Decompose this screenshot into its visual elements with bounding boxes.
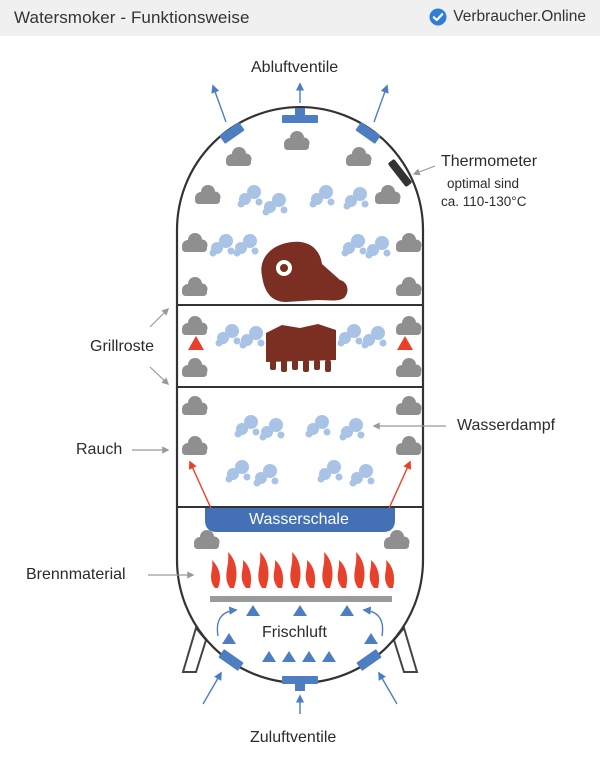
page-title: Watersmoker - Funktionsweise	[14, 8, 250, 27]
thermometer-probe	[388, 159, 412, 187]
smoke-label: Rauch	[76, 441, 123, 458]
heat-triangles	[188, 336, 413, 350]
thermometer-note-line1: optimal sind	[447, 176, 520, 191]
intake-valves-label: Zuluftventile	[250, 729, 337, 746]
exhaust-arrows	[211, 82, 389, 123]
ribs	[266, 324, 336, 372]
check-badge-icon	[429, 8, 447, 26]
thermometer-label: Thermometer	[441, 153, 538, 170]
grate-lines	[177, 304, 423, 508]
water-bowl-label: Wasserschale	[249, 511, 349, 528]
water-bowl	[205, 508, 395, 532]
flames	[211, 552, 395, 588]
fuel-grate	[210, 596, 392, 602]
exhaust-valves	[219, 108, 381, 144]
thermometer-note-line2: ca. 110-130°C	[441, 194, 527, 209]
grill-grates-label: Grillroste	[90, 338, 155, 355]
fresh-air-label: Frischluft	[262, 624, 327, 641]
brand-name: Verbraucher.Online	[453, 8, 586, 25]
steam-label: Wasserdampf	[457, 417, 556, 434]
fuel-label: Brennmaterial	[26, 566, 126, 583]
fresh-air-arrows	[216, 606, 384, 637]
title-bar: Watersmoker - Funktionsweise Verbraucher…	[0, 0, 600, 36]
label-arrows	[132, 165, 446, 579]
brand-link[interactable]: Verbraucher.Online	[429, 8, 586, 26]
exhaust-valves-label: Abluftventile	[251, 59, 339, 76]
intake-arrows	[202, 671, 398, 714]
fresh-air-triangles	[222, 605, 378, 662]
ham	[261, 241, 348, 302]
intake-valves	[218, 649, 382, 691]
